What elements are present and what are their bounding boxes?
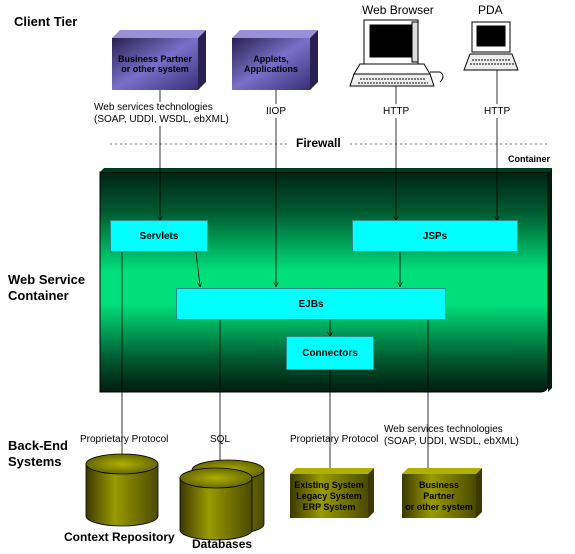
web-browser-label: Web Browser <box>362 3 434 17</box>
business-partner-client-box <box>112 30 206 90</box>
container-label: Container <box>508 154 551 164</box>
context-repository-label: Context Repository <box>64 530 175 544</box>
sql-label: SQL <box>210 434 231 445</box>
ejbs-box: EJBs <box>176 288 446 320</box>
proprietary-protocol-2-label: Proprietary Protocol <box>290 434 379 445</box>
applets-client-box <box>232 30 318 90</box>
business-partner-client-label: Business Partner or other system <box>117 54 193 74</box>
pda-label: PDA <box>478 3 503 17</box>
ws-tech-client-label: Web services technologies (SOAP, UDDI, W… <box>94 102 229 125</box>
laptop-icon <box>463 21 519 71</box>
proprietary-protocol-1-label: Proprietary Protocol <box>80 434 169 445</box>
http-browser-label: HTTP <box>383 106 410 117</box>
backend-partner-box <box>402 468 482 518</box>
existing-system-label: Existing System Legacy System ERP System <box>294 479 364 512</box>
computer-icon <box>349 19 444 87</box>
iiop-label: IIOP <box>266 106 287 117</box>
existing-system-box <box>290 468 374 518</box>
servlets-box: Servlets <box>110 220 208 252</box>
context-repository-cylinder <box>85 453 159 527</box>
applets-client-label: Applets, Applications <box>243 54 298 74</box>
backend-partner-label: Business Partner or other system <box>405 479 473 512</box>
firewall-label: Firewall <box>296 136 341 150</box>
connectors-box: Connectors <box>286 336 374 370</box>
ws-tech-backend-label: Web services technologies (SOAP, UDDI, W… <box>384 424 519 447</box>
databases-cylinders <box>179 459 265 541</box>
client-tier-label: Client Tier <box>14 14 78 29</box>
backend-tier-label: Back-End Systems <box>8 438 68 469</box>
databases-label: Databases <box>192 537 253 551</box>
http-pda-label: HTTP <box>484 106 511 117</box>
web-service-tier-label: Web Service Container <box>8 272 86 303</box>
jsps-box: JSPs <box>352 220 518 252</box>
